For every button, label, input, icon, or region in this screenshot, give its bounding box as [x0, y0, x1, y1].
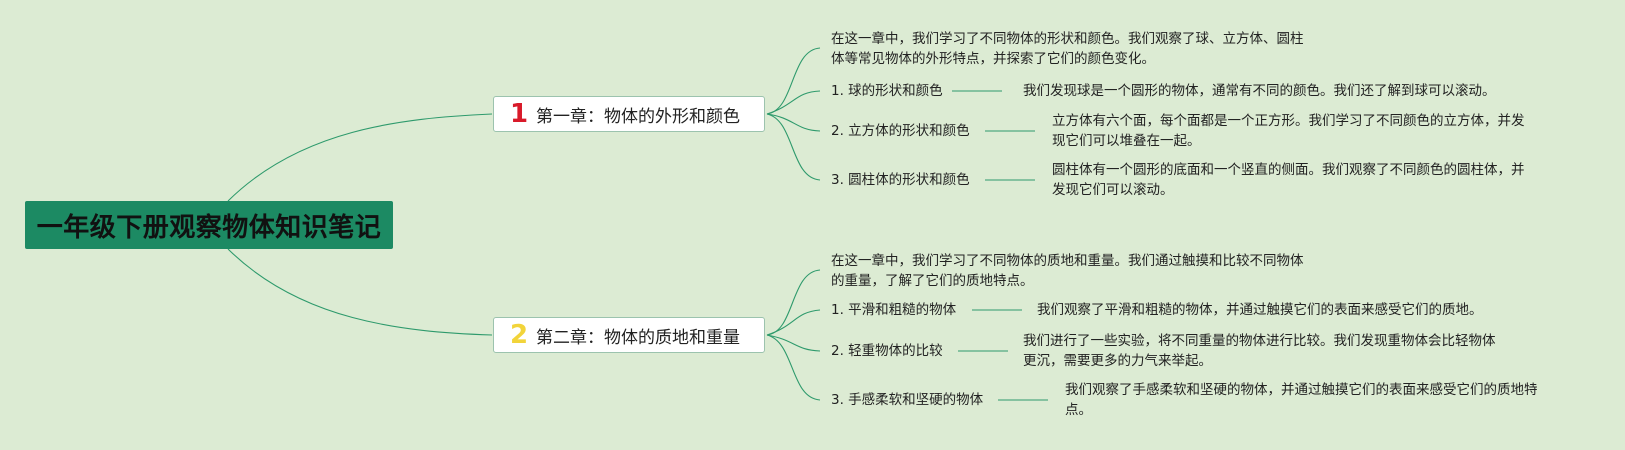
chapter-2-intro-line-1: 在这一章中，我们学习了不同物体的质地和重量。我们通过触摸和比较不同物体 — [831, 253, 1304, 269]
chapter-node-1[interactable]: 1 第一章：物体的外形和颜色 — [493, 96, 765, 132]
chapter-1-topic-3-detail-line-2: 发现它们可以滚动。 — [1052, 182, 1174, 198]
root-node-title[interactable]: 一年级下册观察物体知识笔记 — [25, 201, 393, 249]
chapter-1-topic-3-detail-line-1: 圆柱体有一个圆形的底面和一个竖直的侧面。我们观察了不同颜色的圆柱体，并 — [1052, 162, 1525, 178]
chapter-title-2: 第二章：物体的质地和重量 — [536, 327, 740, 348]
chapter-node-2[interactable]: 2 第二章：物体的质地和重量 — [493, 317, 765, 353]
chapter-2-topic-1-label[interactable]: 1. 平滑和粗糙的物体 — [831, 302, 957, 318]
chapter-number-1: 1 — [510, 99, 529, 129]
connector-ch1-topic-2 — [766, 113, 821, 132]
chapter-2-topic-2-detail[interactable]: 我们进行了一些实验，将不同重量的物体进行比较。我们发现重物体会比轻物体 更沉，需… — [1023, 331, 1496, 371]
connector-ch2-intro — [766, 269, 821, 336]
chapter-2-topic-1-detail-line-1: 我们观察了平滑和粗糙的物体，并通过触摸它们的表面来感受它们的质地。 — [1037, 302, 1483, 318]
chapter-2-intro[interactable]: 在这一章中，我们学习了不同物体的质地和重量。我们通过触摸和比较不同物体 的重量，… — [831, 251, 1304, 291]
chapter-1-topic-2-detail-line-2: 现它们可以堆叠在一起。 — [1052, 133, 1201, 149]
chapter-1-topic-2-label[interactable]: 2. 立方体的形状和颜色 — [831, 123, 970, 139]
chapter-1-topic-1-detail[interactable]: 我们发现球是一个圆形的物体，通常有不同的颜色。我们还了解到球可以滚动。 — [1023, 81, 1496, 101]
chapter-1-intro[interactable]: 在这一章中，我们学习了不同物体的形状和颜色。我们观察了球、立方体、圆柱 体等常见… — [831, 29, 1304, 69]
chapter-2-topic-1-detail[interactable]: 我们观察了平滑和粗糙的物体，并通过触摸它们的表面来感受它们的质地。 — [1037, 300, 1483, 320]
chapter-2-topic-3-detail-line-2: 点。 — [1065, 402, 1092, 418]
chapter-1-topic-2-detail-line-1: 立方体有六个面，每个面都是一个正方形。我们学习了不同颜色的立方体，并发 — [1052, 113, 1525, 129]
connector-ch2-topic-1 — [766, 309, 821, 336]
connector-ch1-topic-3 — [766, 113, 821, 181]
chapter-2-topic-2-detail-line-1: 我们进行了一些实验，将不同重量的物体进行比较。我们发现重物体会比轻物体 — [1023, 333, 1496, 349]
chapter-2-topic-3-detail[interactable]: 我们观察了手感柔软和坚硬的物体，并通过触摸它们的表面来感受它们的质地特 点。 — [1065, 380, 1538, 420]
chapter-2-topic-2-detail-line-2: 更沉，需要更多的力气来举起。 — [1023, 353, 1212, 369]
connector-ch2-topic-3 — [766, 334, 821, 401]
chapter-1-topic-2-detail[interactable]: 立方体有六个面，每个面都是一个正方形。我们学习了不同颜色的立方体，并发 现它们可… — [1052, 111, 1525, 151]
chapter-1-topic-3-label[interactable]: 3. 圆柱体的形状和颜色 — [831, 172, 970, 188]
connector-ch1-topic-1 — [766, 90, 821, 115]
connector-ch2-topic-2 — [766, 334, 821, 352]
chapter-2-topic-3-detail-line-1: 我们观察了手感柔软和坚硬的物体，并通过触摸它们的表面来感受它们的质地特 — [1065, 382, 1538, 398]
connector-root-chapter-1 — [227, 113, 493, 202]
chapter-1-intro-line-1: 在这一章中，我们学习了不同物体的形状和颜色。我们观察了球、立方体、圆柱 — [831, 31, 1304, 47]
chapter-title-1: 第一章：物体的外形和颜色 — [536, 106, 740, 127]
connector-ch1-intro — [766, 47, 821, 115]
chapter-1-topic-1-label[interactable]: 1. 球的形状和颜色 — [831, 83, 943, 99]
chapter-number-2: 2 — [510, 320, 529, 350]
connector-root-chapter-2 — [227, 248, 493, 336]
chapter-1-intro-line-2: 体等常见物体的外形特点，并探索了它们的颜色变化。 — [831, 51, 1155, 67]
chapter-2-topic-2-label[interactable]: 2. 轻重物体的比较 — [831, 343, 943, 359]
chapter-1-topic-3-detail[interactable]: 圆柱体有一个圆形的底面和一个竖直的侧面。我们观察了不同颜色的圆柱体，并 发现它们… — [1052, 160, 1525, 200]
chapter-2-topic-3-label[interactable]: 3. 手感柔软和坚硬的物体 — [831, 392, 984, 408]
chapter-1-topic-1-detail-line-1: 我们发现球是一个圆形的物体，通常有不同的颜色。我们还了解到球可以滚动。 — [1023, 83, 1496, 99]
chapter-2-intro-line-2: 的重量，了解了它们的质地特点。 — [831, 273, 1034, 289]
